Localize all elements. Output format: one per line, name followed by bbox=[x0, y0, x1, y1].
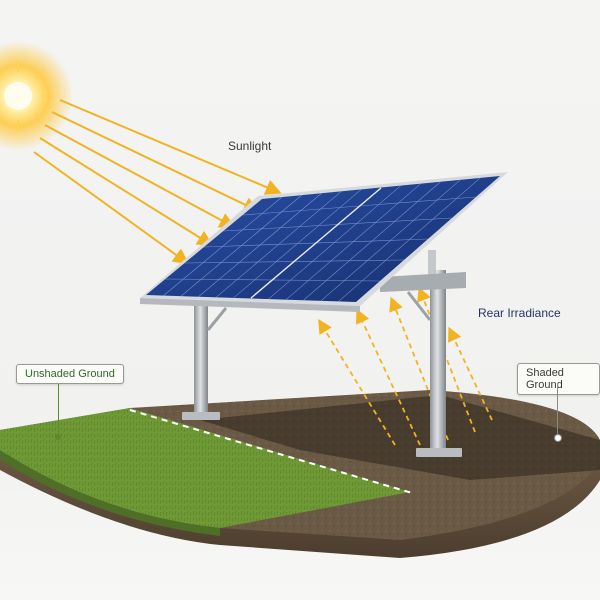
rear-arrow bbox=[356, 308, 421, 446]
sunlight-rays bbox=[33, 99, 282, 265]
shaded-ground-label: Shaded Ground bbox=[526, 367, 564, 391]
rear-arrow bbox=[389, 296, 449, 441]
shaded-ground-callout: Shaded Ground bbox=[517, 363, 600, 395]
shaded-ground-dot bbox=[554, 434, 562, 442]
boundary-line bbox=[129, 409, 413, 494]
rear-arrow bbox=[318, 318, 396, 446]
rear-irradiance-arrows bbox=[318, 286, 493, 446]
mounting-structure bbox=[182, 250, 466, 457]
rear-arrow bbox=[417, 286, 476, 433]
panel-shadow bbox=[200, 395, 600, 480]
unshaded-ground-callout: Unshaded Ground bbox=[16, 364, 124, 384]
sun-icon bbox=[0, 41, 73, 151]
unshaded-ground-pointer bbox=[58, 384, 59, 436]
sun-ray bbox=[44, 124, 236, 228]
rear-arrow bbox=[448, 326, 493, 421]
sun-ray bbox=[39, 137, 214, 247]
unshaded-ground-dot bbox=[55, 434, 61, 440]
unshaded-ground-area bbox=[0, 408, 410, 528]
sunlight-label: Sunlight bbox=[228, 139, 272, 153]
shaded-ground-pointer bbox=[557, 383, 558, 435]
solar-panel bbox=[140, 172, 508, 312]
sun-ray bbox=[51, 111, 260, 213]
sun-ray bbox=[33, 151, 190, 265]
rear-irradiance-label: Rear Irradiance bbox=[478, 306, 561, 320]
ground-platform bbox=[0, 390, 600, 558]
sun-ray bbox=[59, 99, 282, 195]
unshaded-ground-label: Unshaded Ground bbox=[25, 368, 115, 380]
